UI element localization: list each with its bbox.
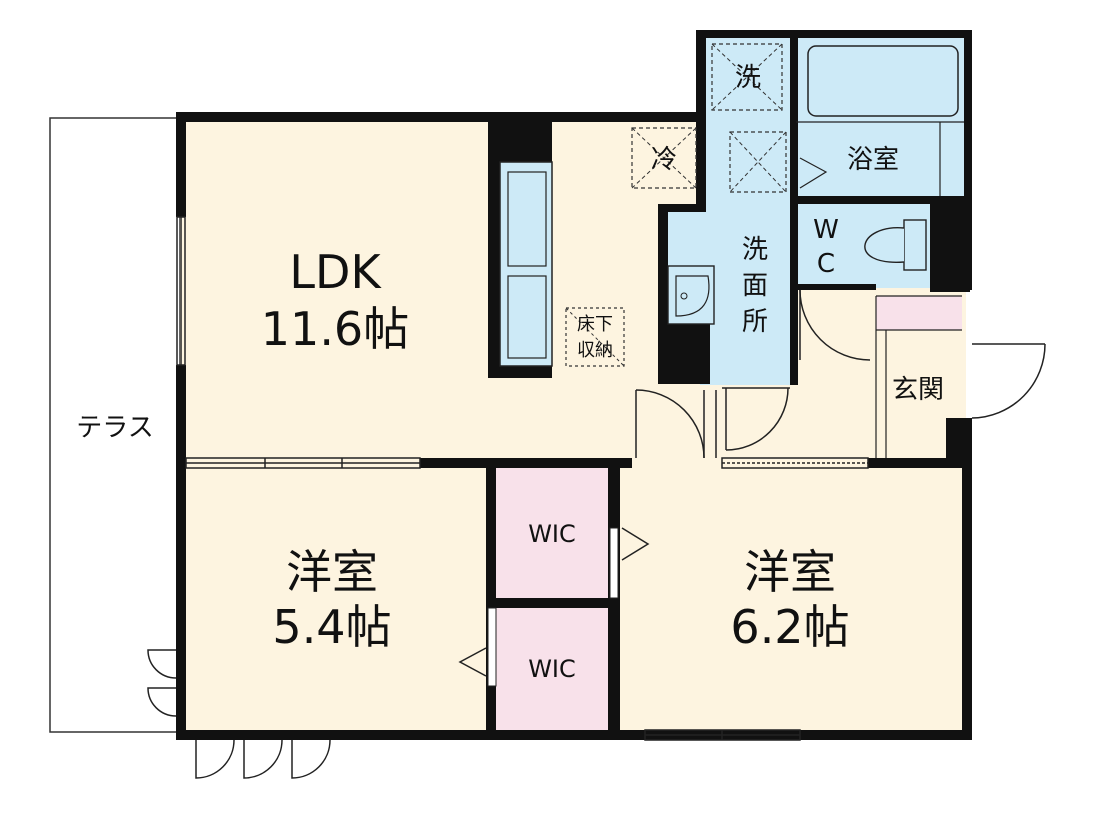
western-left-size-label: 5.4帖 bbox=[272, 600, 391, 654]
wic-lower-floor bbox=[492, 606, 612, 732]
western-left-name-label: 洋室 bbox=[286, 545, 378, 599]
underfloor-label-1: 床下 bbox=[577, 314, 613, 335]
wic-upper-floor bbox=[492, 465, 612, 600]
terrace-label: テラス bbox=[76, 413, 153, 443]
wic-upper-label: WIC bbox=[528, 520, 576, 548]
ldk-name-label: LDK bbox=[289, 245, 382, 299]
windows bbox=[176, 216, 869, 741]
fridge-space bbox=[631, 127, 697, 189]
washroom-label-3: 所 bbox=[742, 307, 768, 337]
western-right-floor bbox=[618, 462, 966, 732]
washer-label: 洗 bbox=[735, 63, 761, 93]
wash-basin bbox=[667, 265, 715, 325]
floor-fills bbox=[180, 35, 966, 732]
underfloor-storage bbox=[565, 307, 625, 367]
labels: LDK 11.6帖 洋室 5.4帖 洋室 6.2帖 WIC WIC 浴室 W C… bbox=[76, 63, 944, 683]
doors bbox=[147, 289, 1046, 779]
western-right-size-label: 6.2帖 bbox=[730, 600, 849, 654]
ldk-floor bbox=[180, 118, 708, 462]
wc-w-label: W bbox=[813, 215, 839, 245]
fridge-label: 冷 bbox=[651, 145, 677, 175]
ldk-size-label: 11.6帖 bbox=[261, 302, 409, 356]
walls bbox=[176, 30, 972, 740]
western-left-floor bbox=[180, 462, 490, 732]
kitchen-counter bbox=[499, 161, 553, 367]
toilet bbox=[864, 219, 927, 271]
entrance-shoebox bbox=[876, 296, 962, 330]
entrance-label: 玄関 bbox=[892, 375, 944, 405]
bath-label: 浴室 bbox=[847, 145, 899, 175]
washer-space bbox=[711, 43, 787, 193]
terrace-area bbox=[49, 117, 181, 733]
underfloor-label-2: 収納 bbox=[577, 340, 613, 361]
washroom-label-1: 洗 bbox=[742, 235, 768, 265]
wc-c-label: C bbox=[817, 249, 835, 279]
washroom-label-2: 面 bbox=[742, 271, 768, 301]
western-right-name-label: 洋室 bbox=[744, 545, 836, 599]
washroom-floor bbox=[700, 35, 796, 385]
bathtub bbox=[796, 45, 964, 196]
entrance-step bbox=[875, 295, 962, 458]
wic-lower-label: WIC bbox=[528, 655, 576, 683]
